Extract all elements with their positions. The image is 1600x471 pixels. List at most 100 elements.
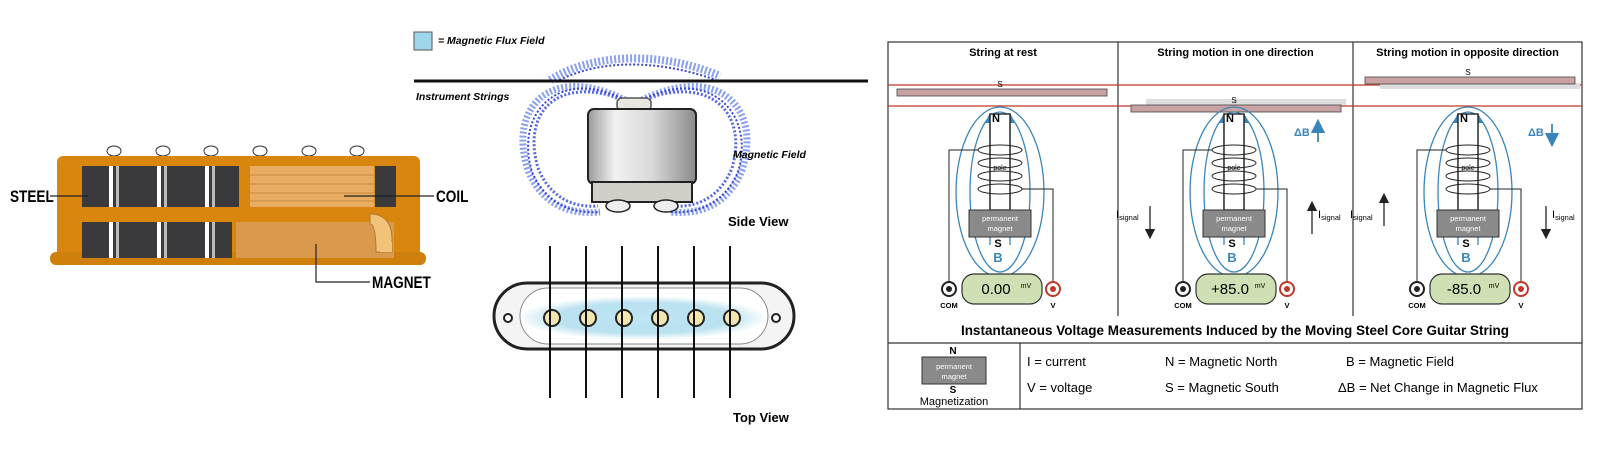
string-label: S	[1231, 96, 1236, 105]
coil-winding	[250, 166, 374, 207]
string-bar	[1364, 76, 1576, 85]
steel-bars-upper	[82, 166, 396, 207]
panel-3: String motion in opposite directionSpole…	[1350, 47, 1580, 310]
top-view: Top View	[492, 246, 796, 425]
flux-glow	[518, 296, 768, 340]
meter-unit: mV	[1021, 283, 1032, 290]
v-label: V	[1050, 301, 1055, 310]
panel-title: String motion in one direction	[1157, 47, 1314, 59]
pole-core	[1223, 113, 1245, 211]
flux-legend-text: = Magnetic Flux Field	[438, 35, 545, 47]
signal-main: I	[1552, 209, 1555, 221]
pole-core	[989, 113, 1011, 211]
string-motion-shadow	[1380, 83, 1580, 89]
side-view-label: Side View	[728, 214, 789, 229]
legend-magnet-line2: magnet	[941, 372, 967, 381]
magnet-text-2: magnet	[1455, 224, 1481, 233]
meter-reading: -85.0	[1447, 281, 1481, 298]
delta-b-label: ΔB	[1294, 127, 1310, 139]
steel-label: STEEL	[10, 188, 54, 207]
field-symbol: B	[1227, 250, 1236, 265]
delta-b-label: ΔB	[1528, 127, 1544, 139]
field-symbol: B	[993, 250, 1002, 265]
south-label: S	[1228, 238, 1235, 250]
meter-reading: +85.0	[1211, 281, 1249, 298]
meter-display	[1429, 273, 1511, 305]
magnet-text-1: permanent	[1450, 214, 1487, 223]
pole-screw-heads	[106, 145, 365, 157]
magnet-text-2: magnet	[987, 224, 1013, 233]
meter-reading: 0.00	[981, 281, 1010, 298]
flux-legend-swatch	[413, 31, 433, 51]
meter-unit: mV	[1255, 283, 1266, 290]
signal-sub: signal	[1321, 213, 1341, 222]
magnet-label: MAGNET	[372, 274, 431, 293]
signal-main: I	[1318, 209, 1321, 221]
lead-wires	[1416, 149, 1522, 282]
south-label: S	[994, 238, 1001, 250]
mounting-holes	[503, 313, 781, 323]
lead-wires	[948, 149, 1054, 282]
pickup-cross-section: STEEL COIL MAGNET	[10, 145, 468, 293]
pole-label: pole	[1227, 165, 1240, 172]
pole-core	[1457, 113, 1479, 211]
side-view: = Magnetic Flux Field Instrument Strings…	[413, 31, 868, 229]
string-motion-shadow	[1146, 99, 1346, 105]
pole-piece	[587, 97, 697, 213]
signal-label-left: Isignal	[1350, 209, 1373, 222]
panel-2: String motion in one directionSpoleNperm…	[1116, 47, 1346, 310]
legend-magnetization: Magnetization	[920, 396, 989, 408]
legend-item-voltage: V = voltage	[1027, 380, 1092, 395]
signal-main: I	[1350, 209, 1353, 221]
legend-magnet	[921, 356, 987, 385]
field-symbol: B	[1461, 250, 1470, 265]
signal-sub: signal	[1555, 213, 1575, 222]
lead-wires	[1182, 149, 1288, 282]
magnet-text-1: permanent	[1216, 214, 1253, 223]
legend-south: S	[950, 385, 957, 396]
flux-field	[519, 54, 751, 216]
v-label: V	[1518, 301, 1523, 310]
v-label: V	[1284, 301, 1289, 310]
measurement-panel: String at restSpoleNpermanentmagnetSB0.0…	[887, 41, 1583, 410]
panels-group: String at restSpoleNpermanentmagnetSB0.0…	[896, 47, 1580, 310]
string-label: S	[997, 80, 1002, 89]
signal-sub: signal	[1353, 213, 1373, 222]
top-view-label: Top View	[733, 410, 790, 425]
meter-display	[1195, 273, 1277, 305]
permanent-magnet	[1202, 209, 1266, 238]
magnetic-field-label: Magnetic Field	[733, 149, 807, 161]
com-label: COM	[1174, 301, 1192, 310]
panel-title: String at rest	[969, 47, 1037, 59]
coil-label: COIL	[436, 188, 468, 207]
strings-top-view	[549, 246, 731, 398]
instrument-strings-label: Instrument Strings	[416, 91, 510, 103]
permanent-magnet	[968, 209, 1032, 238]
string-label: S	[1465, 68, 1470, 77]
magnet-bar	[236, 213, 394, 258]
legend-item-field: B = Magnetic Field	[1346, 354, 1454, 369]
pole-magnets	[543, 309, 741, 327]
steel-bars-lower	[82, 222, 232, 258]
coil-windings	[1211, 144, 1257, 195]
legend-item-south: S = Magnetic South	[1165, 380, 1279, 395]
panel-caption: Instantaneous Voltage Measurements Induc…	[961, 323, 1509, 338]
legend-north: N	[949, 346, 956, 357]
signal-main: I	[1116, 209, 1119, 221]
string-bar	[896, 88, 1108, 97]
magnet-text-2: magnet	[1221, 224, 1247, 233]
string-bar	[1130, 104, 1342, 113]
signal-label-right: Isignal	[1318, 209, 1341, 222]
legend-item-current: I = current	[1027, 354, 1086, 369]
pole-label: pole	[1461, 165, 1474, 172]
com-label: COM	[940, 301, 958, 310]
com-label: COM	[1408, 301, 1426, 310]
permanent-magnet	[1436, 209, 1500, 238]
south-label: S	[1462, 238, 1469, 250]
north-label: N	[992, 113, 1000, 125]
legend-item-delta: ΔB = Net Change in Magnetic Flux	[1338, 380, 1538, 395]
north-label: N	[1460, 113, 1468, 125]
signal-label-left: Isignal	[1116, 209, 1139, 222]
